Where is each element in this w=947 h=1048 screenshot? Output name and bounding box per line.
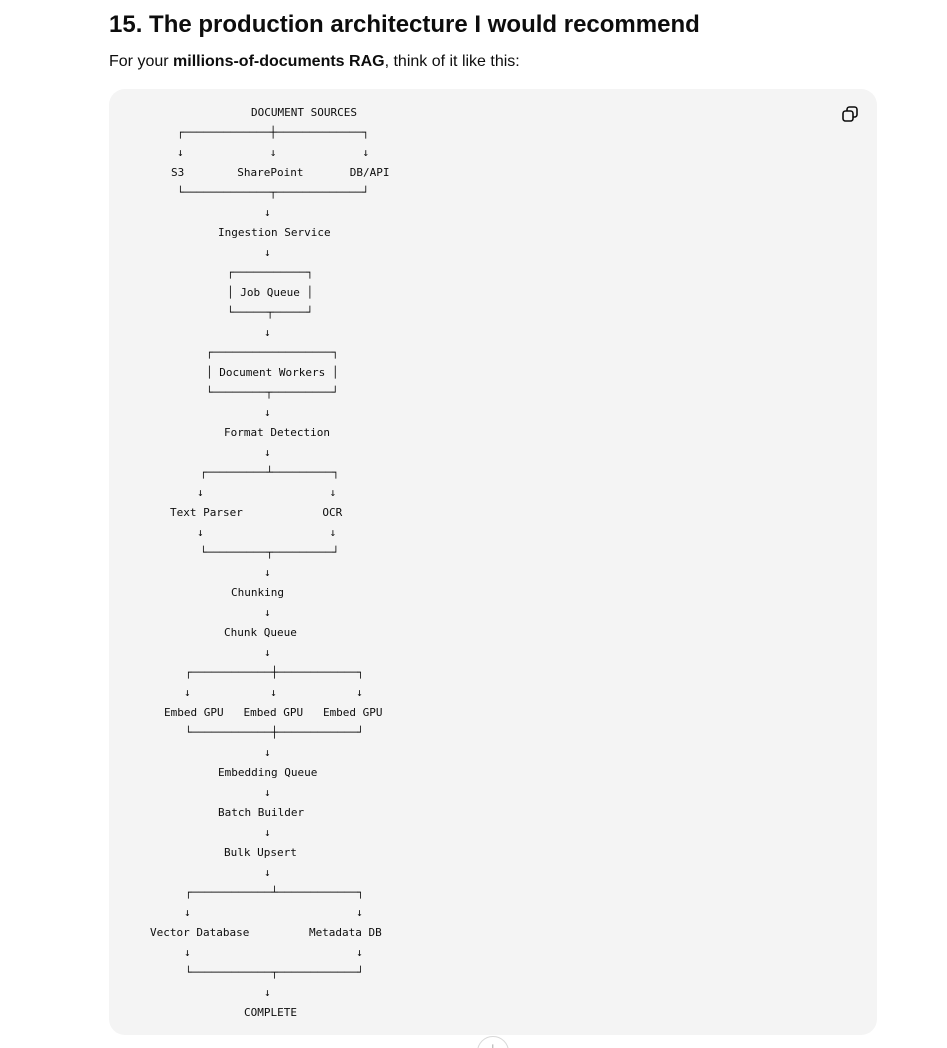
diagram-line: Chunking xyxy=(231,586,284,599)
intro-paragraph: For your millions-of-documents RAG, thin… xyxy=(109,50,520,74)
arrow-down-icon: ↓ xyxy=(490,1040,496,1048)
diagram-line: ↓ xyxy=(264,606,271,619)
diagram-line: ↓ xyxy=(264,206,271,219)
diagram-line: ↓ ↓ xyxy=(184,946,363,959)
diagram-line: ↓ xyxy=(264,326,271,339)
diagram-line: ↓ xyxy=(264,786,271,799)
intro-bold: millions-of-documents RAG xyxy=(173,53,385,70)
diagram-line: └─────┬─────┘ xyxy=(227,306,314,319)
diagram-line: │ Job Queue │ xyxy=(227,286,314,299)
diagram-line: └─────────┬─────────┘ xyxy=(200,546,340,559)
diagram-line: ↓ ↓ ↓ xyxy=(177,146,370,159)
diagram-line: ┌────────────┼────────────┐ xyxy=(185,666,364,679)
diagram-line: │ Document Workers │ xyxy=(206,366,339,379)
diagram-line: ┌────────────┴────────────┐ xyxy=(185,886,364,899)
section-heading: 15. The production architecture I would … xyxy=(109,11,700,38)
diagram-line: Batch Builder xyxy=(218,806,305,819)
diagram-line: ↓ xyxy=(264,566,271,579)
diagram-line: ┌───────────┐ xyxy=(227,266,314,279)
diagram-line: └────────────┬────────────┘ xyxy=(185,966,364,979)
diagram-line: S3 SharePoint DB/API xyxy=(171,166,390,179)
intro-prefix: For your xyxy=(109,53,174,70)
diagram-line: ┌─────────────┼─────────────┐ xyxy=(177,126,370,139)
diagram-line: COMPLETE xyxy=(244,1006,297,1019)
diagram-line: ↓ ↓ xyxy=(184,906,363,919)
diagram-line: Embed GPU Embed GPU Embed GPU xyxy=(164,706,383,719)
diagram-line: Embedding Queue xyxy=(218,766,318,779)
diagram-line: ↓ xyxy=(264,646,271,659)
diagram-line: ↓ xyxy=(264,746,271,759)
diagram-line: Text Parser OCR xyxy=(170,506,343,519)
diagram-line: └────────────┼────────────┘ xyxy=(185,726,364,739)
code-block: DOCUMENT SOURCES ┌─────────────┼────────… xyxy=(109,89,877,1035)
diagram-line: ┌─────────┴─────────┐ xyxy=(200,466,340,479)
diagram-line: ↓ xyxy=(264,246,271,259)
diagram-line: ↓ xyxy=(264,866,271,879)
diagram-line: Vector Database Metadata DB xyxy=(150,926,382,939)
intro-suffix: , think of it like this: xyxy=(384,53,520,70)
diagram-line: Bulk Upsert xyxy=(224,846,297,859)
diagram-line: DOCUMENT SOURCES xyxy=(251,106,357,119)
copy-button[interactable] xyxy=(837,101,863,127)
diagram-line: └─────────────┬─────────────┘ xyxy=(177,186,370,199)
diagram-line: ↓ ↓ xyxy=(197,526,337,539)
diagram-line: ↓ xyxy=(264,826,271,839)
scroll-down-button[interactable]: ↓ xyxy=(477,1036,509,1048)
diagram-line: ↓ xyxy=(264,986,271,999)
diagram-line: ↓ xyxy=(264,446,271,459)
diagram-line: Format Detection xyxy=(224,426,330,439)
diagram-line: ↓ ↓ xyxy=(197,486,337,499)
diagram-line: Chunk Queue xyxy=(224,626,297,639)
diagram-line: ↓ xyxy=(264,406,271,419)
diagram-line: ┌──────────────────┐ xyxy=(206,346,339,359)
diagram-line: Ingestion Service xyxy=(218,226,331,239)
copy-icon xyxy=(842,106,858,122)
diagram-line: └────────┬─────────┘ xyxy=(206,386,339,399)
diagram-line: ↓ ↓ ↓ xyxy=(184,686,363,699)
